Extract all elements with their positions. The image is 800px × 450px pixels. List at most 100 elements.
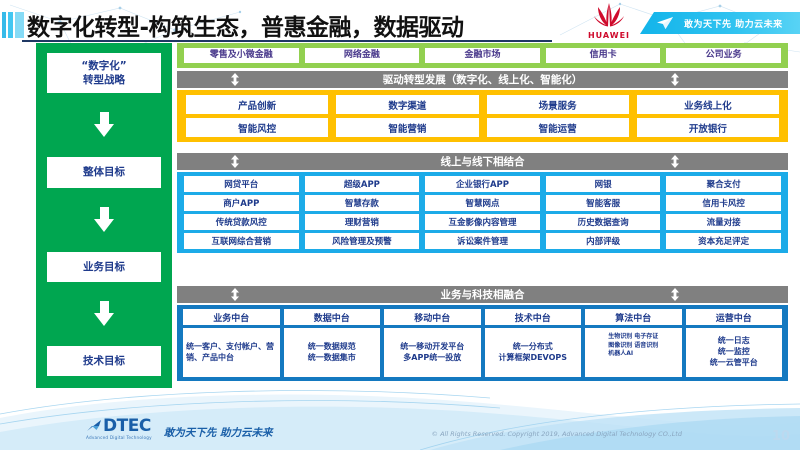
transformation-cell-0-3[interactable]: 业务线上化 <box>636 95 779 114</box>
platform-head-5[interactable]: 运营中台 <box>685 309 782 325</box>
online-offline-section: 网贷平台 超级APP 企业银行APP 网银 聚合支付 商户APP 智慧存款 智慧… <box>177 172 788 253</box>
huawei-flower-icon <box>594 3 624 27</box>
transformation-cell-1-0[interactable]: 智能风控 <box>186 118 329 137</box>
strategy-item-3[interactable]: 技术目标 <box>47 345 161 376</box>
business-line-3[interactable]: 信用卡 <box>545 48 661 63</box>
platform-body-1: 统一数据规范 统一数据集市 <box>283 328 380 377</box>
paper-plane-icon <box>657 17 673 29</box>
footer-wave-decoration <box>0 390 800 450</box>
online-offline-cell-1-2[interactable]: 智慧网点 <box>425 195 540 211</box>
section-band-title-1: 线上与线下相结合 <box>440 156 525 168</box>
platform-body-2: 统一移动开发平台 多APP统一投放 <box>384 328 481 377</box>
online-offline-row-1: 商户APP 智慧存款 智慧网点 智能客服 信用卡风控 <box>181 195 784 211</box>
platform-body-0: 统一客户、支付帐户、营销、产品中台 <box>183 328 280 377</box>
copyright-text: © All Rights Reserved. Copyright 2019, A… <box>431 430 682 438</box>
platform-head-0[interactable]: 业务中台 <box>183 309 280 325</box>
online-offline-cell-2-3[interactable]: 历史数据查询 <box>545 214 661 230</box>
online-offline-cell-1-1[interactable]: 智慧存款 <box>304 195 420 211</box>
section-band-1: 线上与线下相结合 <box>177 153 788 170</box>
platform-body-3: 统一分布式 计算框架DEVOPS <box>484 328 581 377</box>
online-offline-cell-0-2[interactable]: 企业银行APP <box>425 176 540 192</box>
online-offline-cell-0-4[interactable]: 聚合支付 <box>666 176 781 192</box>
arrow-down-icon-1 <box>91 206 117 233</box>
up-down-arrow-icon <box>671 288 679 301</box>
online-offline-cell-3-0[interactable]: 互联网综合营销 <box>184 233 299 249</box>
transformation-cell-0-0[interactable]: 产品创新 <box>186 95 329 114</box>
platform-column-4: 算法中台 生物识别 电子存证 图像识别 语音识别 机器人AI <box>585 309 682 377</box>
transformation-cell-0-1[interactable]: 数字渠道 <box>336 95 479 114</box>
platform-body-5: 统一日志 统一监控 统一云管平台 <box>685 328 782 377</box>
platform-column-3: 技术中台 统一分布式 计算框架DEVOPS <box>484 309 581 377</box>
online-offline-cell-0-1[interactable]: 超级APP <box>304 176 420 192</box>
huawei-logo: HUAWEI <box>583 2 635 42</box>
decorative-stripe-bar <box>2 12 24 38</box>
dtec-wordmark: DTEC <box>103 416 151 436</box>
online-offline-row-0: 网贷平台 超级APP 企业银行APP 网银 聚合支付 <box>181 176 784 192</box>
slogan-text: 敢为天下先 助力云未来 <box>684 19 783 30</box>
online-offline-cell-0-3[interactable]: 网银 <box>545 176 661 192</box>
platform-body-4: 生物识别 电子存证 图像识别 语音识别 机器人AI <box>585 328 682 377</box>
online-offline-cell-1-0[interactable]: 商户APP <box>184 195 299 211</box>
up-down-arrow-icon <box>231 155 239 168</box>
diagram-body: “数字化” 转型战略 整体目标 业务目标 技术目标 零售及小微金融 网络金融 金… <box>36 43 788 391</box>
up-down-arrow-icon <box>231 73 239 86</box>
section-band-title-0: 驱动转型发展（数字化、线上化、智能化） <box>382 74 583 86</box>
online-offline-cell-2-1[interactable]: 理财营销 <box>304 214 420 230</box>
online-offline-cell-3-2[interactable]: 诉讼案件管理 <box>425 233 540 249</box>
online-offline-row-2: 传统贷款风控 理财营销 互金影像内容管理 历史数据查询 流量对接 <box>181 214 784 230</box>
business-lines-strip: 零售及小微金融 网络金融 金融市场 信用卡 公司业务 <box>177 43 788 68</box>
strategy-item-2[interactable]: 业务目标 <box>47 251 161 282</box>
up-down-arrow-icon <box>671 73 679 86</box>
platform-head-1[interactable]: 数据中台 <box>283 309 380 325</box>
platform-head-3[interactable]: 技术中台 <box>484 309 581 325</box>
up-down-arrow-icon <box>671 155 679 168</box>
business-line-2[interactable]: 金融市场 <box>425 48 540 63</box>
up-down-arrow-icon <box>231 288 239 301</box>
platform-head-4[interactable]: 算法中台 <box>585 309 682 325</box>
online-offline-cell-3-4[interactable]: 资本充足评定 <box>666 233 781 249</box>
section-band-0: 驱动转型发展（数字化、线上化、智能化） <box>177 71 788 88</box>
online-offline-cell-3-1[interactable]: 风险管理及预警 <box>304 233 420 249</box>
transformation-cell-1-1[interactable]: 智能营销 <box>336 118 479 137</box>
transformation-row-1: 智能风控 智能营销 智能运营 开放银行 <box>182 118 783 137</box>
platform-section: 业务中台 统一客户、支付帐户、营销、产品中台 数据中台 统一数据规范 统一数据集… <box>177 305 788 381</box>
transformation-section: 产品创新 数字渠道 场景服务 业务线上化 智能风控 智能营销 智能运营 开放银行 <box>177 90 788 142</box>
transformation-row-0: 产品创新 数字渠道 场景服务 业务线上化 <box>182 95 783 114</box>
online-offline-cell-2-0[interactable]: 传统贷款风控 <box>184 214 299 230</box>
platform-column-1: 数据中台 统一数据规范 统一数据集市 <box>283 309 380 377</box>
transformation-cell-1-2[interactable]: 智能运营 <box>486 118 629 137</box>
arrow-down-icon-2 <box>91 300 117 327</box>
dtec-arrow-icon <box>87 419 101 431</box>
online-offline-cell-3-3[interactable]: 内部评级 <box>545 233 661 249</box>
platform-head-2[interactable]: 移动中台 <box>384 309 481 325</box>
dtec-footer-logo: DTEC Advanced Digital Technology 敢为天下先 助… <box>86 416 272 440</box>
business-line-4[interactable]: 公司业务 <box>666 48 781 63</box>
platform-column-5: 运营中台 统一日志 统一监控 统一云管平台 <box>685 309 782 377</box>
strategy-item-1[interactable]: 整体目标 <box>47 157 161 188</box>
online-offline-cell-1-3[interactable]: 智能客服 <box>545 195 661 211</box>
content-column: 零售及小微金融 网络金融 金融市场 信用卡 公司业务 驱动转型发展（数字化、线上… <box>177 43 788 388</box>
business-line-1[interactable]: 网络金融 <box>304 48 420 63</box>
section-band-title-2: 业务与科技相融合 <box>440 289 525 301</box>
arrow-down-icon-0 <box>91 112 117 138</box>
page-number: 10 <box>771 429 790 444</box>
section-band-2: 业务与科技相融合 <box>177 286 788 303</box>
online-offline-row-3: 互联网综合营销 风险管理及预警 诉讼案件管理 内部评级 资本充足评定 <box>181 233 784 249</box>
huawei-wordmark: HUAWEI <box>587 31 631 40</box>
huawei-slogan-banner: 敢为天下先 助力云未来 <box>640 12 800 34</box>
online-offline-cell-2-4[interactable]: 流量对接 <box>666 214 781 230</box>
transformation-cell-1-3[interactable]: 开放银行 <box>636 118 779 137</box>
business-line-0[interactable]: 零售及小微金融 <box>184 48 299 63</box>
platform-column-0: 业务中台 统一客户、支付帐户、营销、产品中台 <box>183 309 280 377</box>
page-title: 数字化转型-构筑生态，普惠金融，数据驱动 <box>27 15 464 41</box>
dtec-tagline: Advanced Digital Technology <box>86 435 152 440</box>
online-offline-cell-2-2[interactable]: 互金影像内容管理 <box>425 214 540 230</box>
title-underline <box>22 40 552 42</box>
platform-column-2: 移动中台 统一移动开发平台 多APP统一投放 <box>384 309 481 377</box>
online-offline-cell-0-0[interactable]: 网贷平台 <box>184 176 299 192</box>
strategy-column: “数字化” 转型战略 整体目标 业务目标 技术目标 <box>36 43 172 388</box>
online-offline-cell-1-4[interactable]: 信用卡风控 <box>666 195 781 211</box>
transformation-cell-0-2[interactable]: 场景服务 <box>486 95 629 114</box>
strategy-item-0[interactable]: “数字化” 转型战略 <box>47 53 161 94</box>
